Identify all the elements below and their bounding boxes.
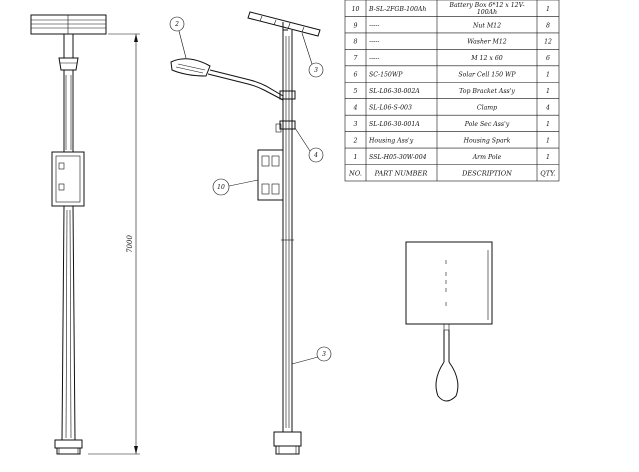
bom-cell-no: 6 <box>354 72 358 79</box>
bom-cell-qty: 1 <box>546 154 550 161</box>
bom-cell-no: 10 <box>352 6 360 13</box>
bom-cell-no: 2 <box>353 137 358 144</box>
callout-2: 2 <box>169 16 187 59</box>
bom-cell-desc: Pole Sec Ass'y <box>464 121 510 128</box>
callout-3-label: 3 <box>322 351 326 358</box>
bom-cell-desc: Solar Cell 150 WP <box>458 72 516 79</box>
callout-10-label: 10 <box>217 184 225 191</box>
bom-cell-part: SL-L06-S-003 <box>369 105 412 112</box>
bom-cell-qty: 1 <box>546 137 550 144</box>
callout-5-label: 3 <box>314 67 318 74</box>
bom-cell-desc: Clamp <box>477 105 497 112</box>
bom-cell-qty: 6 <box>546 55 550 62</box>
front-view-pole <box>30 14 107 455</box>
bom-cell-desc: Arm Pole <box>472 154 502 161</box>
callout-4: 4 <box>294 127 324 163</box>
bom-cell-desc: Washer M12 <box>467 39 507 46</box>
bom-cell-part: ----- <box>369 22 379 29</box>
bom-cell-no: 1 <box>354 154 358 161</box>
callout-4-label: 4 <box>313 152 318 159</box>
bom-header-qty: QTY. <box>540 169 555 177</box>
bom-cell-part: B-SL-2FGB-100Ah <box>368 6 426 13</box>
bom-cell-qty: 12 <box>544 39 552 46</box>
bom-cell-qty: 1 <box>546 121 550 128</box>
bom-cell-part: Housing Ass'y <box>368 137 414 144</box>
bom-cell-desc: Top Bracket Ass'y <box>459 88 515 95</box>
bom-cell-part: SC-150WP <box>369 72 403 79</box>
bom-cell-no: 5 <box>354 88 358 95</box>
bom-cell-part: SSL-H05-30W-004 <box>369 154 427 161</box>
bom-header-part: PART NUMBER <box>374 169 428 177</box>
bom-cell-no: 8 <box>354 39 358 46</box>
bom-cell-part: SL-L06-30-002A <box>369 88 420 95</box>
bom-cell-qty: 1 <box>546 6 550 13</box>
bom-cell-no: 4 <box>353 105 358 112</box>
bom-cell-qty: 1 <box>546 88 550 95</box>
bom-cell-part: ----- <box>369 55 379 62</box>
bom-cell-no: 3 <box>354 121 358 128</box>
height-dimension: 7000 <box>88 33 140 455</box>
side-view-pole <box>170 11 321 455</box>
bom-cell-qty: 4 <box>545 105 550 112</box>
detail-view <box>405 241 493 402</box>
callout-10: 10 <box>212 178 259 196</box>
bom-header-desc: DESCRIPTION <box>461 169 512 177</box>
callout-3: 3 <box>291 346 332 365</box>
bom-table: 10 B-SL-2FGB-100Ah Battery Box 6*12 x 12V-… <box>344 0 560 182</box>
height-dimension-label: 7000 <box>126 235 134 253</box>
bom-cell-part: SL-L06-30-001A <box>369 121 420 128</box>
callout-5: 3 <box>301 32 324 78</box>
bom-cell-desc: M 12 x 60 <box>470 55 503 62</box>
bom-cell-no: 9 <box>354 22 358 29</box>
bom-cell-qty: 1 <box>546 72 550 79</box>
bom-cell-desc: Housing Spark <box>463 137 511 144</box>
bom-cell-part: ----- <box>369 39 379 46</box>
bom-cell-qty: 8 <box>546 22 550 29</box>
callout-2-label: 2 <box>174 21 179 28</box>
bom-cell-no: 7 <box>354 55 358 62</box>
bom-cell-desc: Battery Box 6*12 x 12V-100Ah <box>448 2 524 16</box>
bom-cell-desc: Nut M12 <box>472 22 501 29</box>
bom-header-no: NO. <box>348 169 362 177</box>
